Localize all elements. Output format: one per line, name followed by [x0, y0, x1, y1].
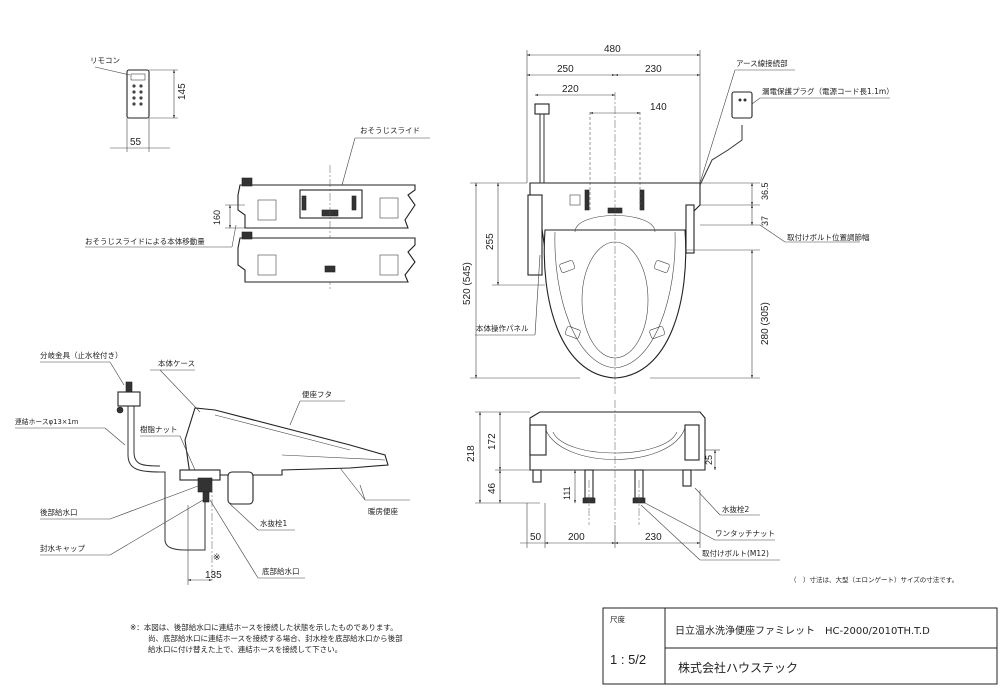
dim-280: 280 (305): [760, 302, 771, 345]
dim-46: 46: [487, 482, 498, 494]
label-onetouch: ワンタッチナット: [715, 529, 775, 538]
label-seat: 暖房便座: [368, 506, 398, 516]
label-hose: 連結ホースφ13×1m: [15, 417, 79, 426]
product-name: 日立温水洗浄便座ファミレット HC-2000/2010TH.T.D: [675, 624, 930, 637]
label-lid: 便座フタ: [302, 389, 332, 399]
dim-37: 37: [760, 216, 770, 226]
label-slide: おそうじスライド: [360, 126, 420, 135]
asterisk-mark: ※: [213, 553, 221, 563]
dim-140: 140: [650, 102, 667, 113]
side-view: 135 ※ 分岐金具（止水栓付き） 本体ケース 便座フタ 連結ホースφ13×1m…: [15, 350, 410, 585]
title-block: 尺度 1 : 5/2 日立温水洗浄便座ファミレット HC-2000/2010TH…: [602, 607, 998, 685]
label-plug1: 水抜栓1: [260, 518, 287, 528]
dim-220: 220: [562, 84, 579, 95]
label-panel: 本体操作パネル: [476, 323, 529, 333]
paren-note: （ ）寸法は、大型（エロンゲート）サイズの寸法です。: [790, 575, 958, 584]
label-slide-move: おそうじスライドによる本体移動量: [85, 236, 205, 246]
label-remote: リモコン: [90, 56, 120, 65]
dim-172: 172: [487, 433, 498, 450]
dim-36-5: 36.5: [760, 182, 770, 200]
top-view: 480 250 230 220 140 36.5 37 280 (305) 52…: [462, 44, 894, 395]
slide-views: 160 おそうじスライド おそうじスライドによる本体移動量: [85, 126, 430, 290]
label-cap: 封水キャップ: [40, 543, 85, 553]
remote-control-view: リモコン 145 55: [90, 56, 188, 152]
dim-250: 250: [557, 64, 574, 75]
dim-55: 55: [130, 137, 142, 148]
label-nut: 樹脂ナット: [140, 424, 178, 434]
dim-200: 200: [568, 532, 585, 543]
label-branch: 分岐金具（止水栓付き）: [40, 350, 123, 360]
label-bottom-inlet: 底部給水口: [262, 566, 300, 576]
dim-111: 111: [562, 486, 572, 500]
dim-520: 520 (545): [462, 262, 473, 305]
label-plug2: 水抜栓2: [722, 504, 749, 514]
dim-230-top: 230: [645, 64, 662, 75]
label-case: 本体ケース: [158, 358, 195, 368]
footnote: ※：本図は、後部給水口に連結ホースを接続した状態を示したものであります。 尚、底…: [130, 622, 403, 654]
dim-145: 145: [177, 83, 188, 100]
dim-230-front: 230: [645, 532, 662, 543]
dim-160: 160: [212, 210, 222, 225]
dim-480: 480: [604, 44, 621, 55]
label-earth: アース線接続部: [736, 58, 788, 68]
label-plug: 漏電保護プラグ（電源コード長1.1m）: [762, 86, 894, 96]
dim-255: 255: [485, 233, 496, 250]
note-line-3: 給水口に付け替えた上で、連結ホースを接続して下さい。: [148, 644, 342, 654]
note-line-1: ※：本図は、後部給水口に連結ホースを接続した状態を示したものであります。: [130, 622, 398, 632]
company-name: 株式会社ハウステック: [678, 660, 798, 675]
scale-label: 尺度: [610, 614, 625, 624]
label-bolt: 取付けボルト(M12): [702, 548, 769, 558]
dim-50: 50: [530, 532, 542, 543]
label-bolt-adj: 取付けボルト位置調節幅: [787, 232, 870, 242]
note-line-2: 尚、底部給水口に連結ホースを接続する場合、封水栓を底部給水口から後部: [148, 633, 403, 643]
label-rear-inlet: 後部給水口: [40, 507, 78, 517]
front-view: 218 172 46 111 25 50 200 230 水抜栓2 ワンタッチナ…: [466, 400, 958, 584]
dim-218: 218: [466, 445, 477, 462]
dim-135: 135: [205, 570, 222, 581]
scale-value: 1 : 5/2: [610, 652, 646, 667]
dim-25: 25: [704, 455, 714, 465]
